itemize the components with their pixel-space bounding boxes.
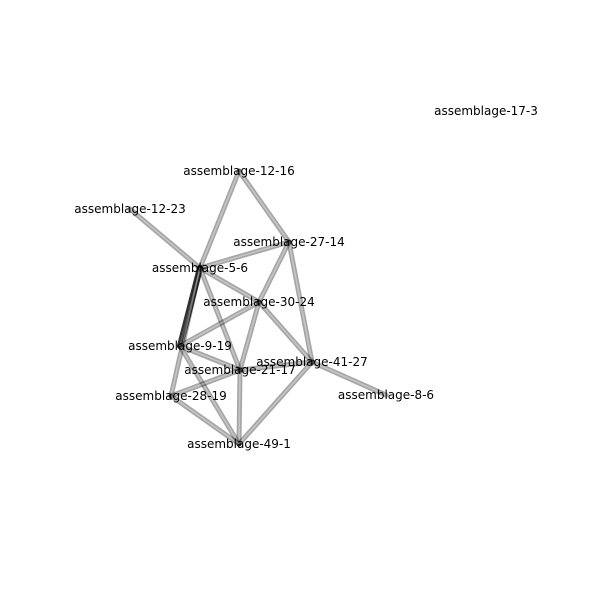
edge-stroke xyxy=(236,168,292,245)
edge-n5-n11 xyxy=(168,265,203,399)
edge-n9-n8 xyxy=(237,359,315,373)
node-label-assemblage-12-16: assemblage-12-16 xyxy=(183,164,294,178)
node-label-assemblage-30-24: assemblage-30-24 xyxy=(203,295,314,309)
edge-stroke xyxy=(197,168,242,271)
edge-stroke xyxy=(256,299,315,365)
edge-n7-n12 xyxy=(177,343,242,447)
edge-highlight xyxy=(258,241,290,303)
node-label-assemblage-8-6: assemblage-8-6 xyxy=(338,388,434,402)
edge-stroke xyxy=(236,367,243,447)
edge-stroke xyxy=(127,206,203,271)
edge-highlight xyxy=(170,369,241,397)
edge-highlight xyxy=(311,361,387,396)
edge-highlight xyxy=(170,267,201,397)
node-label-assemblage-5-6: assemblage-5-6 xyxy=(152,261,248,275)
edge-n5-n6 xyxy=(197,265,262,305)
node-label-assemblage-49-1: assemblage-49-1 xyxy=(187,437,291,451)
edge-highlight xyxy=(258,301,313,363)
edge-highlight xyxy=(199,267,241,371)
node-label-assemblage-27-14: assemblage-27-14 xyxy=(233,235,344,249)
edge-highlight xyxy=(239,301,260,371)
edge-n4-n6 xyxy=(256,239,292,305)
labels-layer: assemblage-17-3 assemblage-12-16 assembl… xyxy=(74,104,538,451)
edge-stroke xyxy=(286,239,315,365)
edge-n11-n12 xyxy=(168,393,242,447)
edge-highlight xyxy=(179,345,241,371)
edge-n5-n9 xyxy=(197,265,243,373)
edge-stroke xyxy=(237,299,262,373)
edge-highlight xyxy=(199,267,260,303)
node-label-assemblage-12-23: assemblage-12-23 xyxy=(74,202,185,216)
edges-layer xyxy=(127,168,389,447)
edge-stroke xyxy=(197,265,243,373)
edge-stroke xyxy=(309,359,389,398)
edge-n6-n7 xyxy=(177,299,262,349)
edge-n2-n5 xyxy=(197,168,242,271)
edge-stroke xyxy=(197,265,262,305)
edge-stroke xyxy=(197,239,292,271)
edge-highlight xyxy=(238,170,290,243)
edge-highlight xyxy=(199,170,240,269)
edge-highlight xyxy=(238,361,313,445)
edge-n4-n8 xyxy=(286,239,315,365)
edge-stroke xyxy=(177,299,262,349)
edge-stroke xyxy=(256,239,292,305)
node-label-assemblage-17-3: assemblage-17-3 xyxy=(434,104,538,118)
edge-stroke xyxy=(176,264,204,350)
edge-n5-n7 xyxy=(176,264,204,350)
edge-n2-n4 xyxy=(236,168,292,245)
edge-highlight xyxy=(239,361,313,371)
edge-stroke xyxy=(236,359,315,447)
edge-highlight xyxy=(179,345,240,445)
node-label-assemblage-9-19: assemblage-9-19 xyxy=(128,339,232,353)
edge-highlight xyxy=(129,208,201,269)
edge-highlight xyxy=(199,241,290,269)
edge-n7-n9 xyxy=(177,343,243,373)
node-label-assemblage-41-27: assemblage-41-27 xyxy=(256,355,367,369)
edge-stroke xyxy=(168,265,203,399)
edge-highlight xyxy=(170,395,240,445)
edge-n8-n10 xyxy=(309,359,389,398)
edge-n6-n9 xyxy=(237,299,262,373)
edge-highlight xyxy=(238,369,241,445)
edge-highlight xyxy=(288,241,313,363)
edge-stroke xyxy=(168,393,242,447)
edge-stroke xyxy=(168,367,243,399)
edge-stroke xyxy=(177,343,242,447)
edge-n6-n8 xyxy=(256,299,315,365)
edge-n9-n12 xyxy=(236,367,243,447)
node-label-assemblage-28-19: assemblage-28-19 xyxy=(115,389,226,403)
edge-n8-n12 xyxy=(236,359,315,447)
edge-stroke xyxy=(177,343,243,373)
edge-highlight xyxy=(179,267,201,347)
node-label-assemblage-21-17: assemblage-21-17 xyxy=(184,363,295,377)
edge-stroke xyxy=(237,359,315,373)
edge-highlight xyxy=(179,301,260,347)
edge-n3-n5 xyxy=(127,206,203,271)
edge-n9-n11 xyxy=(168,367,243,399)
edge-n5-n4 xyxy=(197,239,292,271)
